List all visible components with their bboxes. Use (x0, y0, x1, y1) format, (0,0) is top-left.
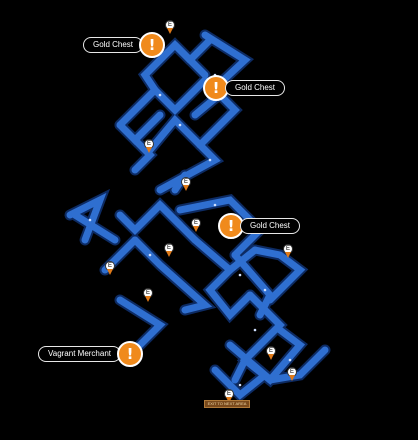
exit-pin[interactable]: E (143, 288, 153, 302)
exclamation-icon: ! (117, 341, 143, 367)
vagrant-merchant-label: Vagrant Merchant (38, 346, 121, 362)
gold-chest-label: Gold Chest (240, 218, 301, 234)
exit-pin[interactable]: E (164, 243, 174, 257)
exclamation-icon: ! (139, 32, 166, 58)
exit-pin[interactable]: E (181, 177, 191, 191)
exit-pin[interactable]: E (144, 139, 154, 153)
exit-pin[interactable]: E (266, 346, 276, 360)
exit-plate[interactable]: EXIT TO NEXT AREA (204, 400, 250, 408)
gold-chest-callout-1[interactable]: Gold Chest ! (83, 32, 166, 58)
exit-pin[interactable]: E (283, 244, 293, 258)
map-corridors (64, 29, 331, 403)
exit-pin[interactable]: E (165, 20, 175, 34)
exit-pin[interactable]: E (287, 367, 297, 381)
exclamation-icon: ! (203, 75, 229, 101)
exit-pin[interactable]: E (191, 218, 201, 232)
vagrant-merchant-callout[interactable]: Vagrant Merchant ! (38, 341, 143, 367)
gold-chest-callout-2[interactable]: ! Gold Chest (203, 75, 286, 101)
corridor-markers (88, 73, 292, 387)
exit-pin[interactable]: E (105, 261, 115, 275)
gold-chest-label: Gold Chest (225, 80, 286, 96)
gold-chest-label: Gold Chest (83, 37, 144, 53)
gold-chest-callout-3[interactable]: ! Gold Chest (218, 213, 301, 239)
